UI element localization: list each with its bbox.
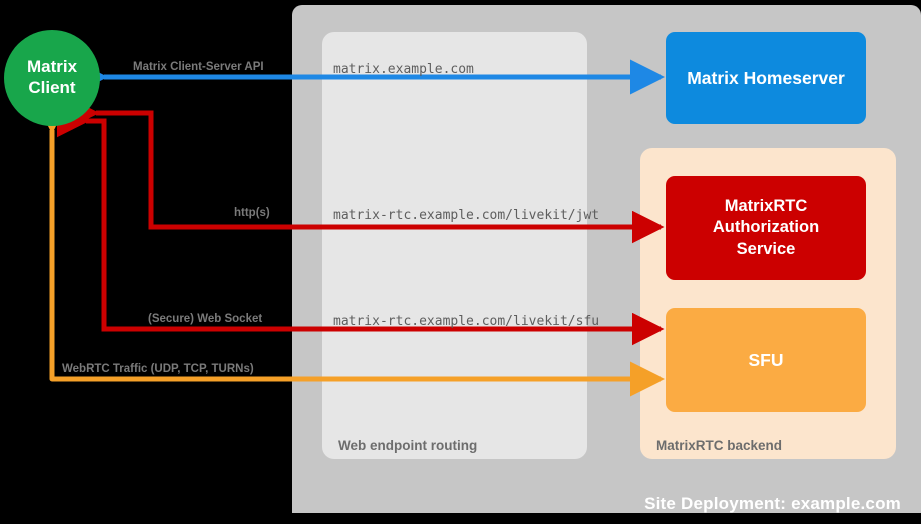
site-deployment-title: Site Deployment: example.com — [644, 494, 901, 513]
matrixrtc-backend-label: MatrixRTC backend — [656, 438, 783, 453]
matrix-client-label-line2: Client — [28, 78, 76, 97]
edge-label-webrtc-traffic: WebRTC Traffic (UDP, TCP, TURNs) — [62, 363, 254, 375]
auth-service-label-line1: MatrixRTC — [724, 196, 808, 215]
edge-webrtc-traffic — [34, 99, 666, 397]
node-matrix-client[interactable]: Matrix Client — [4, 30, 100, 126]
web-endpoint-routing-label: Web endpoint routing — [338, 438, 478, 453]
node-matrix-homeserver[interactable]: Matrix Homeserver — [666, 32, 866, 124]
edge-label-https: http(s) — [234, 207, 270, 219]
edge-label-secure-websocket: (Secure) Web Socket — [148, 313, 263, 325]
auth-service-label-line2: Authorization — [712, 218, 820, 237]
node-sfu[interactable]: SFU — [666, 308, 866, 412]
matrix-client-label-line1: Matrix — [26, 57, 78, 77]
endpoint-livekit-jwt: matrix-rtc.example.com/livekit/jwt — [333, 208, 600, 223]
edge-label-client-server-api: Matrix Client-Server API — [133, 61, 264, 73]
endpoint-livekit-sfu: matrix-rtc.example.com/livekit/sfu — [333, 314, 600, 329]
matrix-homeserver-label: Matrix Homeserver — [687, 67, 845, 88]
node-matrixrtc-authorization-service[interactable]: MatrixRTC Authorization Service — [666, 176, 866, 280]
endpoint-matrix-example-com: matrix.example.com — [333, 62, 474, 77]
sfu-label: SFU — [748, 349, 784, 370]
auth-service-label-line3: Service — [736, 239, 796, 258]
